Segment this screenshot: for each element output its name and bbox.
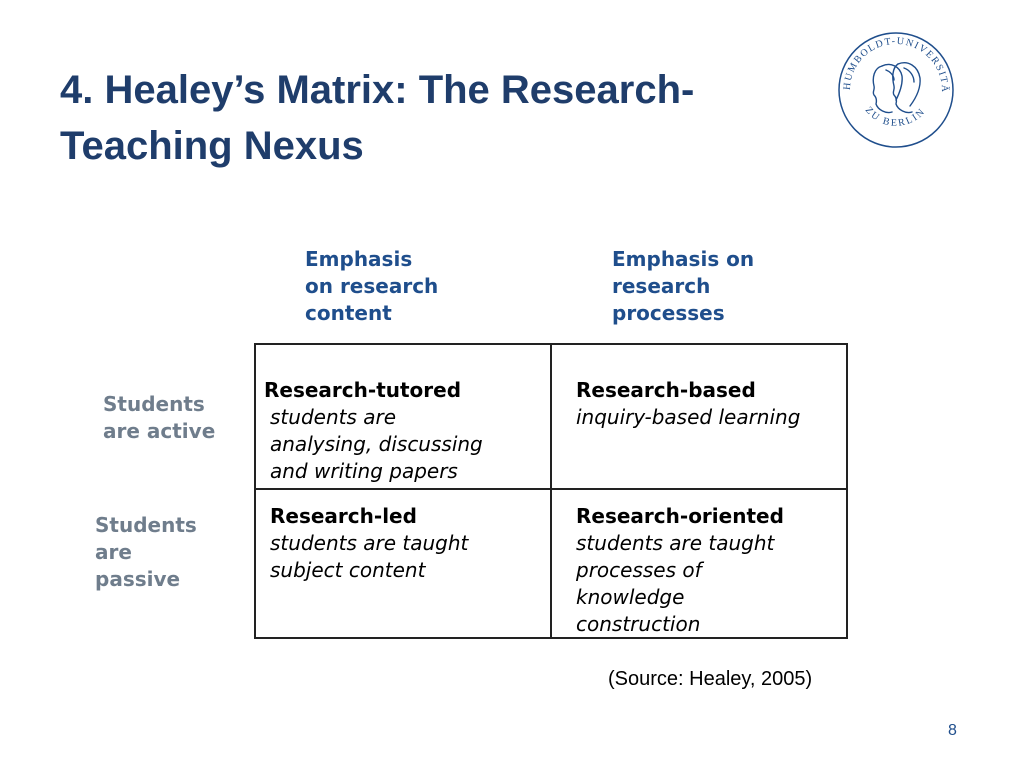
title-line-1: 4. Healey’s Matrix: The Research-	[60, 68, 695, 112]
cell-title: Research-based	[576, 378, 756, 402]
column-header-research-processes: Emphasis on research processes	[612, 247, 755, 325]
cell-title: Research-tutored	[264, 378, 462, 402]
cell-research-tutored: Research-tutored students are analysing,…	[264, 377, 483, 485]
cell-research-based: Research-based inquiry-based learning	[576, 377, 800, 431]
svg-text:ZU BERLIN: ZU BERLIN	[863, 105, 928, 129]
cell-description: students are analysing, discussing and w…	[270, 405, 483, 483]
slide-title: 4. Healey’s Matrix: The Research- Teachi…	[60, 62, 800, 174]
cell-title: Research-led	[270, 504, 417, 528]
column-header-research-content: Emphasis on research content	[305, 247, 439, 325]
row-header-students-active: Students are active	[103, 392, 216, 443]
cell-description: inquiry-based learning	[576, 405, 801, 429]
title-line-2: Teaching Nexus	[60, 124, 364, 168]
source-citation: (Source: Healey, 2005)	[608, 668, 813, 690]
seal-text-bottom: ZU BERLIN	[863, 105, 926, 129]
page-number: 8	[948, 722, 957, 739]
cell-title: Research-oriented	[576, 504, 784, 528]
matrix-divider-horizontal	[254, 488, 848, 490]
cell-research-oriented: Research-oriented students are taught pr…	[576, 503, 784, 638]
row-header-students-passive: Students are passive	[95, 513, 197, 591]
cell-research-led: Research-led students are taught subject…	[270, 503, 468, 584]
matrix-divider-vertical	[550, 343, 552, 639]
university-seal-icon: HUMBOLDT-UNIVERSITÄT ZU BERLIN	[836, 30, 954, 148]
cell-description: students are taught subject content	[270, 531, 469, 582]
cell-description: students are taught processes of knowled…	[576, 531, 775, 636]
